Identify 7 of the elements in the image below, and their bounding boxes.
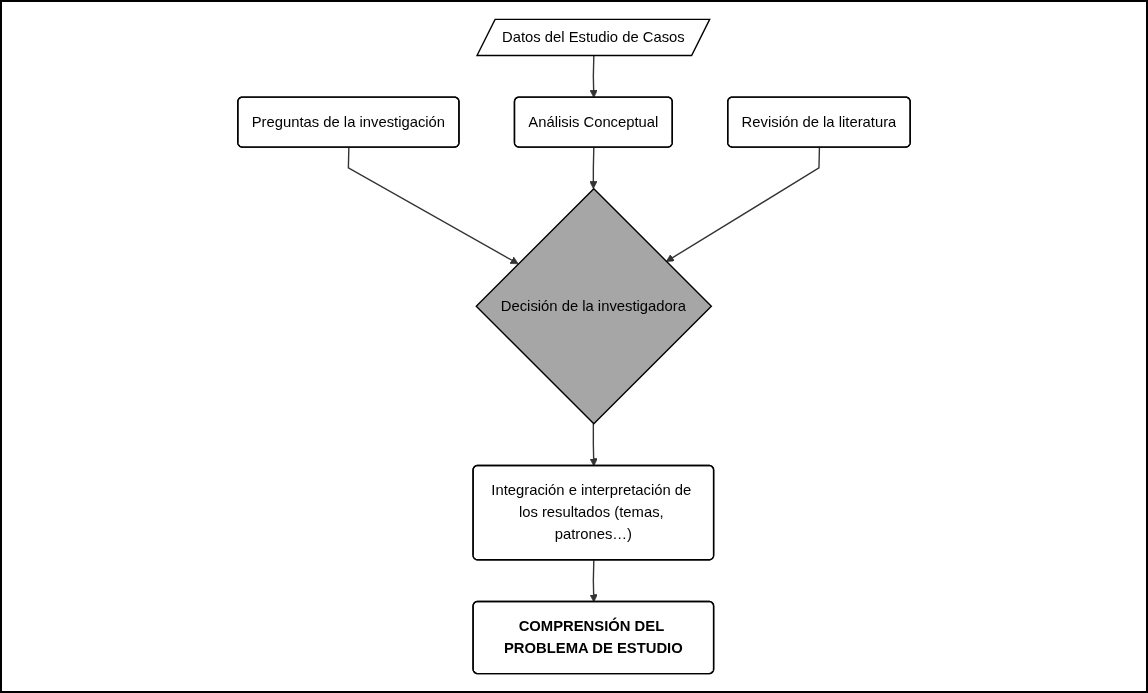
arrow bbox=[589, 559, 598, 603]
arrow bbox=[589, 146, 598, 190]
arrow bbox=[665, 146, 821, 262]
node-diamond: Decisión de la investigadora bbox=[475, 187, 713, 425]
arrow bbox=[589, 423, 598, 467]
arrow bbox=[347, 146, 519, 265]
arrow bbox=[589, 55, 598, 98]
